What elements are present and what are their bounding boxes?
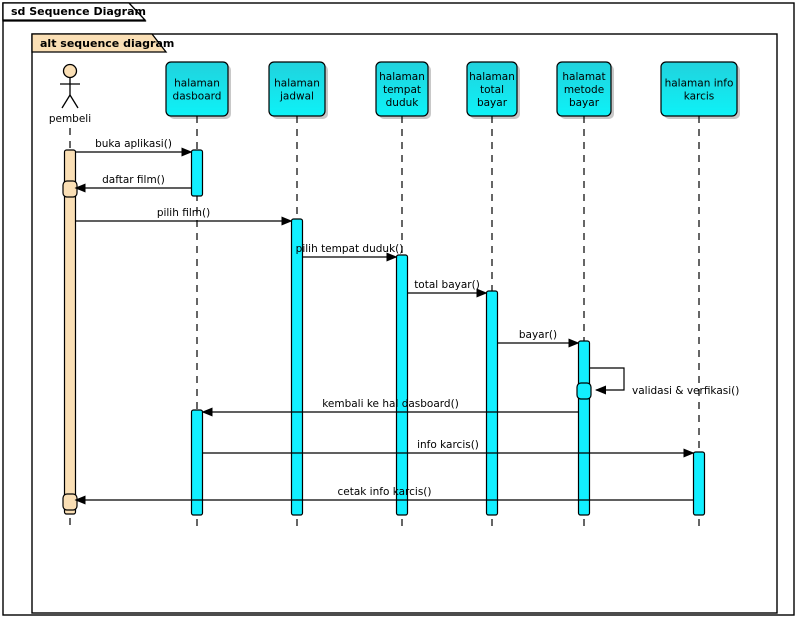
message-m5[interactable]: total bayar() — [407, 279, 488, 298]
message-m10[interactable]: cetak info karcis() — [74, 486, 694, 505]
messages-layer: buka aplikasi() daftar film() pilih film()… — [74, 138, 739, 505]
activation-bar-a_dasboard_2[interactable] — [190, 409, 204, 516]
activation-bar-a_metode_bayar[interactable] — [577, 340, 591, 516]
message-label-m8: kembali ke hal dasboard() — [322, 398, 459, 410]
lifeline-label-tempat_duduk: halaman — [379, 71, 425, 83]
message-label-m4: pilih tempat duduk() — [296, 243, 404, 255]
message-m6[interactable]: bayar() — [497, 329, 580, 348]
actor-leg-left-icon — [61, 94, 71, 109]
lifeline-label-metode_bayar: bayar — [569, 97, 600, 109]
lifeline-label-info_karcis: halaman info — [665, 78, 734, 90]
message-m7[interactable]: validasi & verfikasi() — [590, 367, 739, 397]
message-label-m7: validasi & verfikasi() — [632, 385, 739, 397]
alt-fragment-frame — [31, 33, 778, 614]
lifeline-label-jadwal: jadwal — [279, 91, 314, 103]
return-markers-layer — [62, 180, 592, 511]
activation-bar-a_dasboard_1[interactable] — [190, 149, 204, 197]
diagram-frame-tab-shape — [2, 2, 147, 21]
activation-bar-a_info_karcis[interactable] — [692, 451, 706, 516]
diagram-frame-title: sd Sequence Diagram — [11, 5, 146, 18]
message-label-m10: cetak info karcis() — [337, 486, 431, 498]
lifeline-label-dasboard: halaman — [174, 78, 220, 90]
alt-fragment-tab — [31, 33, 168, 53]
message-label-m3: pilih film() — [157, 207, 210, 219]
lifeline-label-total_bayar: total — [480, 84, 504, 96]
lifeline-label-dasboard: dasboard — [173, 91, 222, 103]
actor-name-label: pembeli — [49, 113, 91, 125]
return-marker-r3 — [576, 382, 592, 400]
message-self-line-m7 — [590, 367, 625, 395]
activation-bar-a_total_bayar[interactable] — [485, 290, 499, 516]
actor-leg-right-icon — [69, 94, 79, 109]
lifeline-label-total_bayar: halaman — [469, 71, 515, 83]
message-m8[interactable]: kembali ke hal dasboard() — [201, 398, 579, 417]
activation-bar-a_jadwal[interactable] — [290, 218, 304, 516]
activation-bar-a_tempat_duduk[interactable] — [395, 254, 409, 516]
lifeline-label-metode_bayar: halamat — [562, 71, 605, 83]
actor-head-icon — [62, 63, 78, 79]
alt-fragment-title: alt sequence diagram — [40, 37, 174, 50]
return-marker-r2 — [62, 493, 78, 511]
lifeline-label-total_bayar: bayar — [477, 97, 508, 109]
lifeline-label-jadwal: halaman — [274, 78, 320, 90]
lifeline-label-tempat_duduk: duduk — [386, 97, 420, 109]
message-label-m1: buka aplikasi() — [95, 138, 172, 150]
message-label-m2: daftar film() — [102, 174, 165, 186]
lifeline-label-metode_bayar: metode — [564, 84, 604, 96]
message-m1[interactable]: buka aplikasi() — [75, 138, 193, 157]
message-label-m9: info karcis() — [417, 439, 479, 451]
message-label-m6: bayar() — [519, 329, 557, 341]
message-m2[interactable]: daftar film() — [74, 174, 192, 193]
lifeline-label-tempat_duduk: tempat — [383, 84, 421, 96]
return-marker-r1 — [62, 180, 78, 198]
lifeline-label-info_karcis: karcis — [684, 91, 715, 103]
message-m9[interactable]: info karcis() — [202, 439, 695, 458]
message-m4[interactable]: pilih tempat duduk() — [296, 243, 404, 262]
message-label-m5: total bayar() — [414, 279, 480, 291]
activation-bar-a_pembeli[interactable] — [63, 149, 77, 515]
message-m3[interactable]: pilih film() — [75, 207, 293, 226]
